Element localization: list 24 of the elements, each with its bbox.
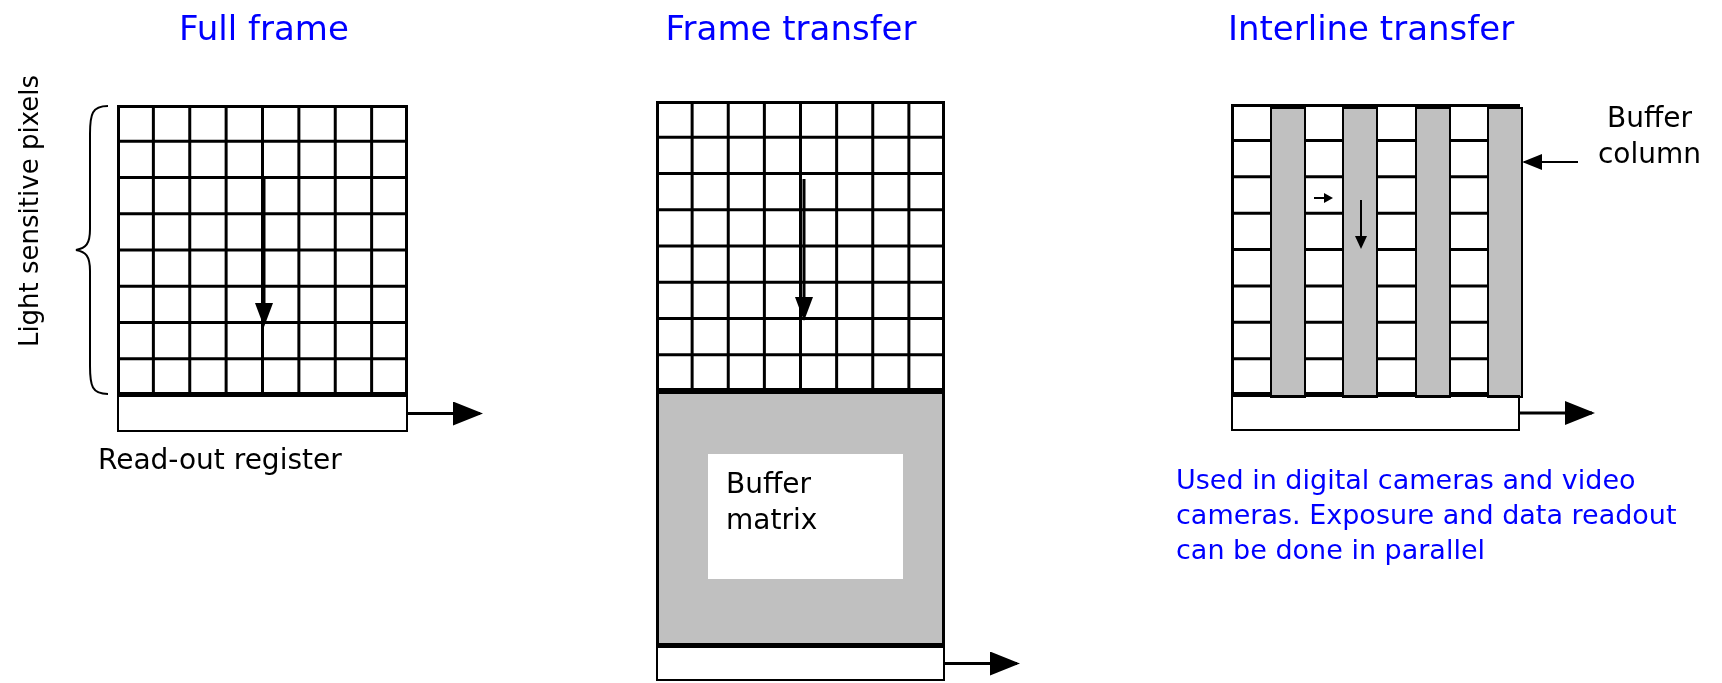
panel-heading: Frame transfer: [665, 8, 917, 48]
register-bar: [656, 646, 945, 681]
panel-heading: Interline transfer: [1227, 8, 1515, 48]
buffer-matrix-area: [656, 391, 945, 646]
area-label: Buffer matrix: [726, 466, 819, 539]
register-bar: [1231, 395, 1520, 431]
buffer-column: [1414, 107, 1451, 398]
output-arrow: [1520, 401, 1595, 425]
output-arrow: [408, 401, 483, 426]
side-label: Light sensitive pixels: [14, 75, 44, 348]
pixel-grid: [117, 105, 408, 395]
output-arrow: [945, 651, 1020, 676]
buffer-matrix-box: [708, 454, 903, 579]
register-bar: [117, 395, 408, 432]
interline-pixel-grid: [1231, 104, 1520, 395]
register-label: Read-out register: [98, 443, 342, 476]
panel-heading: Full frame: [179, 8, 349, 48]
note-text: Used in digital cameras and video cameras. Exposure and data readout can be done in parallel: [1176, 463, 1678, 568]
callout-text: Buffer column: [1596, 100, 1703, 173]
buffer-column: [1342, 107, 1379, 398]
buffer-column: [1486, 107, 1523, 398]
pixel-grid: [656, 101, 945, 391]
buffer-column: [1270, 107, 1307, 398]
leader-line: [1522, 154, 1579, 170]
